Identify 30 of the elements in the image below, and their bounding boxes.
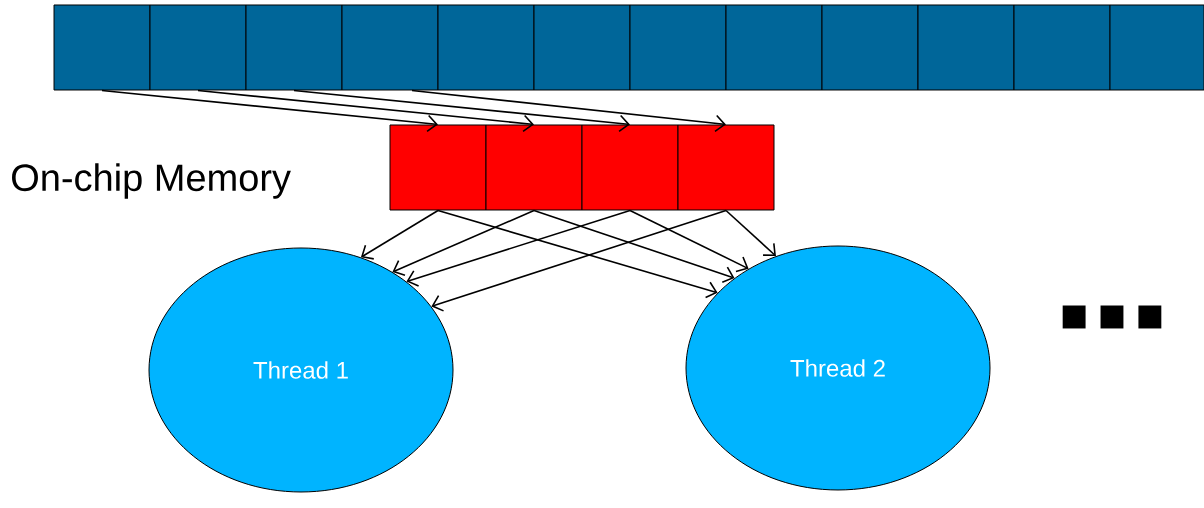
memory-cell	[725, 4, 823, 91]
memory-cell	[677, 124, 775, 211]
arrow	[533, 209, 735, 284]
arrow	[293, 89, 630, 133]
arrow	[629, 209, 749, 273]
memory-cell	[1013, 4, 1111, 91]
arrow	[360, 209, 439, 260]
memory-cell	[389, 124, 487, 211]
arrow	[437, 209, 718, 299]
ellipsis-label: ■ ■ ■	[1062, 305, 1162, 329]
memory-cell	[485, 124, 583, 211]
memory-cell	[245, 4, 343, 91]
memory-cell	[533, 4, 631, 91]
arrow	[411, 89, 726, 133]
memory-cell	[149, 4, 247, 91]
arrow	[431, 209, 727, 312]
memory-cell	[437, 4, 535, 91]
memory-label: On-chip Memory	[12, 163, 291, 199]
arrow	[197, 89, 534, 133]
arrow	[392, 209, 535, 277]
memory-cell	[821, 4, 919, 91]
arrow	[725, 209, 776, 257]
memory-cell	[53, 4, 151, 91]
memory-cell	[1109, 4, 1204, 91]
memory-cell	[341, 4, 439, 91]
memory-cell	[581, 124, 679, 211]
arrow	[101, 89, 438, 133]
memory-cell	[917, 4, 1015, 91]
arrow	[406, 209, 631, 287]
memory-cell	[629, 4, 727, 91]
